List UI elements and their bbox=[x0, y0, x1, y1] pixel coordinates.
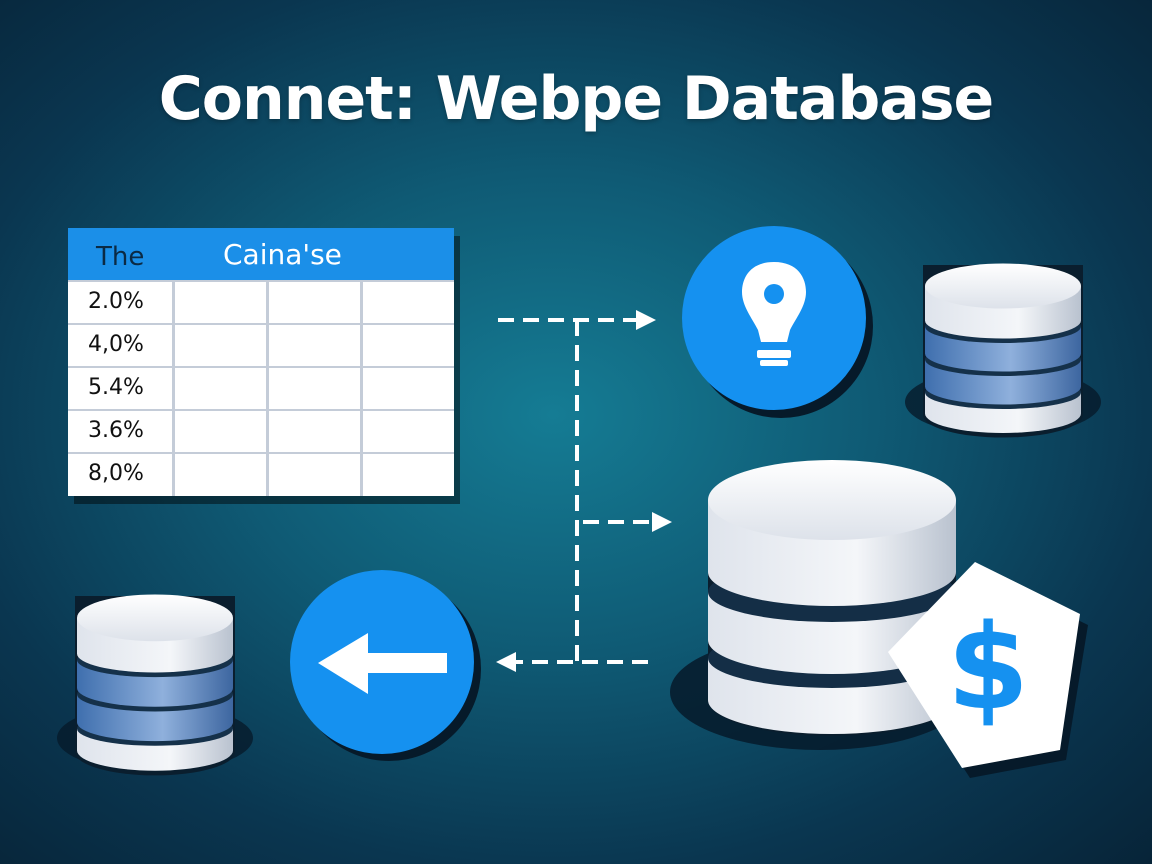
table-row: 8,0% bbox=[68, 452, 454, 496]
table-cell-value: 2.0% bbox=[88, 289, 144, 314]
table-cell bbox=[266, 411, 269, 453]
dollar-badge: $ bbox=[888, 562, 1088, 778]
database-bottom-left bbox=[57, 594, 253, 776]
database-main bbox=[670, 460, 970, 750]
table-cell bbox=[360, 368, 363, 410]
table-cell bbox=[172, 282, 175, 324]
table-header-col-1: The bbox=[96, 242, 145, 272]
table-cell bbox=[266, 454, 269, 496]
page-title: Connet: Webpe Database bbox=[158, 64, 994, 134]
table-cell bbox=[172, 454, 175, 496]
table-cell bbox=[360, 325, 363, 367]
table-cell bbox=[360, 454, 363, 496]
arrow-left-icon bbox=[318, 633, 447, 694]
table-cell bbox=[266, 368, 269, 410]
table-cell bbox=[360, 282, 363, 324]
lightbulb-icon bbox=[742, 262, 806, 366]
table-cell-value: 5.4% bbox=[88, 375, 144, 400]
table-cell bbox=[172, 368, 175, 410]
table-cell bbox=[172, 411, 175, 453]
table-cell bbox=[266, 282, 269, 324]
connector-lines bbox=[496, 310, 672, 672]
table-row: 3.6% bbox=[68, 409, 454, 453]
lightbulb-node bbox=[682, 226, 873, 418]
table-row: 5.4% bbox=[68, 366, 454, 410]
table-cell-value: 4,0% bbox=[88, 332, 144, 357]
table-header: The Cainа'se bbox=[68, 228, 454, 280]
table-cell bbox=[360, 411, 363, 453]
table-row: 2.0% bbox=[68, 280, 454, 324]
data-table: The Cainа'se 2.0% 4,0% 5.4% 3.6% 8,0% bbox=[68, 228, 454, 496]
table-row: 4,0% bbox=[68, 323, 454, 367]
table-cell-value: 8,0% bbox=[88, 461, 144, 486]
arrow-node bbox=[290, 570, 481, 761]
table-cell bbox=[172, 325, 175, 367]
table-header-col-2: Cainа'se bbox=[223, 238, 342, 271]
table-cell bbox=[266, 325, 269, 367]
database-top-right bbox=[905, 263, 1101, 438]
table-cell-value: 3.6% bbox=[88, 418, 144, 443]
dollar-icon: $ bbox=[947, 598, 1029, 736]
